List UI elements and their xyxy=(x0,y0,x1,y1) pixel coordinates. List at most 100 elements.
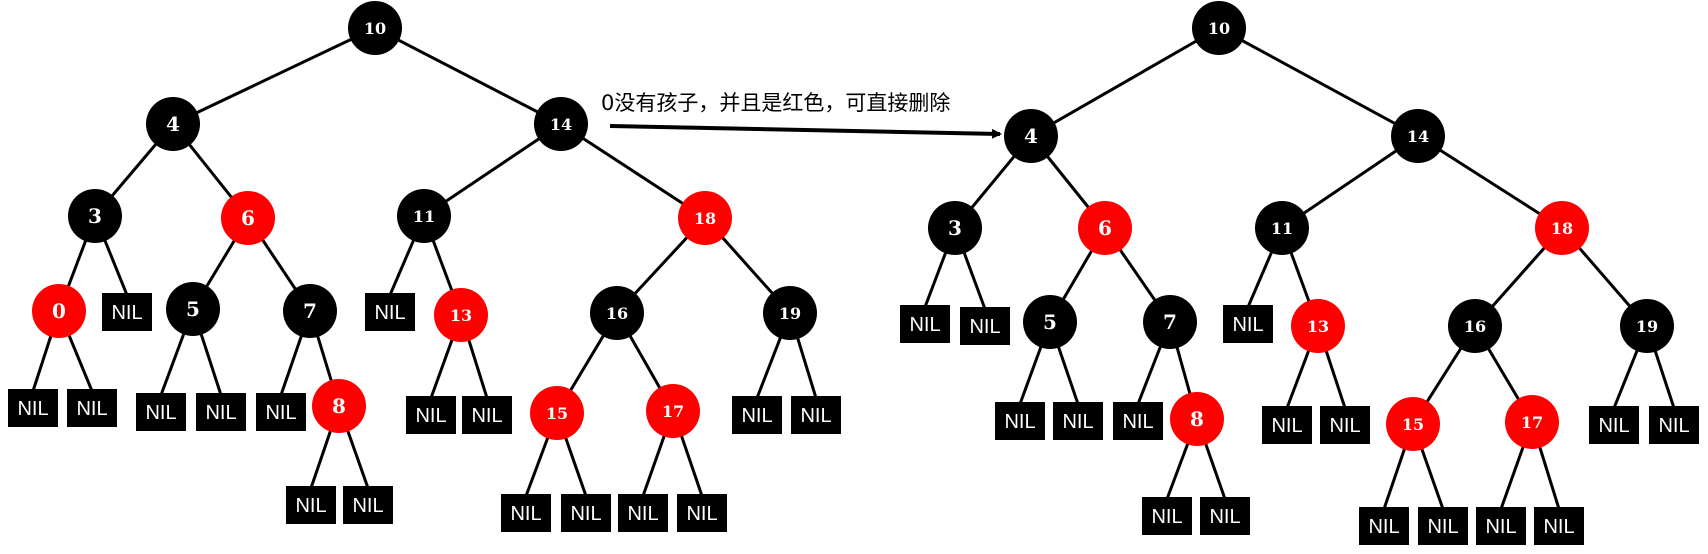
after-nil-leaf: NIL xyxy=(900,305,950,343)
after-nil-leaf: NIL xyxy=(1223,305,1273,343)
after-node-circle xyxy=(1170,392,1224,446)
before-nil-label: NIL xyxy=(570,503,601,525)
after-nil-box xyxy=(1223,305,1273,343)
before-node-circle xyxy=(434,288,488,342)
before-node-circle xyxy=(221,191,275,245)
before-nil-box xyxy=(791,396,841,434)
before-nil-box xyxy=(462,396,512,434)
before-node-5: 5 xyxy=(166,282,220,336)
after-nil-box xyxy=(900,305,950,343)
after-node-13: 13 xyxy=(1291,299,1345,353)
after-edge-10-4 xyxy=(1030,26,1220,138)
before-nil-leaf: NIL xyxy=(8,389,58,427)
after-node-14: 14 xyxy=(1391,109,1445,163)
before-nil-leaf: NIL xyxy=(136,393,186,431)
after-node-5: 5 xyxy=(1023,295,1077,349)
after-node-label: 10 xyxy=(1208,19,1230,38)
after-nil-leaf: NIL xyxy=(1113,402,1163,440)
after-nil-leaf: NIL xyxy=(1320,406,1370,444)
before-node-label: 6 xyxy=(241,206,255,230)
after-nil-leaf: NIL xyxy=(1200,497,1250,535)
before-edge-10-14 xyxy=(374,26,562,126)
after-node-label: 16 xyxy=(1464,317,1486,336)
after-node-label: 14 xyxy=(1407,127,1429,146)
before-node-label: 4 xyxy=(166,112,180,136)
after-node-16: 16 xyxy=(1448,299,1502,353)
before-node-circle xyxy=(530,386,584,440)
after-node-label: 4 xyxy=(1024,124,1038,148)
before-node-label: 19 xyxy=(779,304,801,323)
before-node-circle xyxy=(166,282,220,336)
after-nil-leaf: NIL xyxy=(1418,507,1468,545)
after-node-circle xyxy=(1391,109,1445,163)
after-nil-label: NIL xyxy=(1658,415,1689,437)
after-nil-box xyxy=(1262,406,1312,444)
before-node-circle xyxy=(678,191,732,245)
after-nil-leaf: NIL xyxy=(1053,402,1103,440)
after-edge-14-18 xyxy=(1417,134,1563,230)
before-node-3: 3 xyxy=(68,189,122,243)
before-node-14: 14 xyxy=(534,97,588,151)
after-nil-box xyxy=(1649,406,1699,444)
before-node-17: 17 xyxy=(646,384,700,438)
after-node-4: 4 xyxy=(1004,109,1058,163)
after-nil-leaf: NIL xyxy=(1589,406,1639,444)
before-node-10: 10 xyxy=(348,1,402,55)
before-node-16: 16 xyxy=(590,286,644,340)
after-node-label: 7 xyxy=(1163,310,1177,334)
before-nil-label: NIL xyxy=(800,405,831,427)
before-node-label: 16 xyxy=(606,304,628,323)
before-node-circle xyxy=(32,284,86,338)
before-nil-leaf: NIL xyxy=(561,494,611,532)
after-nil-label: NIL xyxy=(1062,411,1093,433)
before-node-label: 14 xyxy=(550,115,572,134)
before-nil-box xyxy=(256,393,306,431)
before-nil-box xyxy=(102,293,152,331)
after-nil-label: NIL xyxy=(1232,314,1263,336)
before-nil-box xyxy=(365,293,415,331)
before-node-18: 18 xyxy=(678,191,732,245)
after-nil-box xyxy=(1589,406,1639,444)
after-nil-box xyxy=(1359,507,1409,545)
before-nil-box xyxy=(501,494,551,532)
after-nil-leaf: NIL xyxy=(1142,497,1192,535)
before-node-label: 7 xyxy=(303,299,317,323)
before-node-label: 5 xyxy=(186,297,200,321)
before-node-label: 13 xyxy=(450,306,472,325)
after-nil-leaf: NIL xyxy=(1262,406,1312,444)
after-node-label: 18 xyxy=(1551,219,1573,238)
before-nil-box xyxy=(732,396,782,434)
before-nil-label: NIL xyxy=(205,402,236,424)
after-nil-leaf: NIL xyxy=(1534,507,1584,545)
before-nil-label: NIL xyxy=(471,405,502,427)
after-node-label: 5 xyxy=(1043,310,1057,334)
after-node-circle xyxy=(1291,299,1345,353)
before-nil-label: NIL xyxy=(510,503,541,525)
after-node-circle xyxy=(1255,201,1309,255)
before-nil-box xyxy=(677,494,727,532)
after-nil-box xyxy=(1113,402,1163,440)
before-node-label: 8 xyxy=(332,394,346,418)
before-nil-box xyxy=(286,486,336,524)
before-node-circle xyxy=(146,97,200,151)
after-node-circle xyxy=(1386,397,1440,451)
after-node-15: 15 xyxy=(1386,397,1440,451)
transition-arrow xyxy=(609,124,1002,139)
after-node-label: 3 xyxy=(948,216,962,240)
after-node-10: 10 xyxy=(1192,1,1246,55)
after-node-8: 8 xyxy=(1170,392,1224,446)
after-node-label: 8 xyxy=(1190,407,1204,431)
after-nil-box xyxy=(995,402,1045,440)
after-node-19: 19 xyxy=(1620,299,1674,353)
before-nil-label: NIL xyxy=(352,495,383,517)
before-nil-label: NIL xyxy=(145,402,176,424)
after-nil-box xyxy=(1534,507,1584,545)
after-node-label: 6 xyxy=(1098,216,1112,240)
before-node-19: 19 xyxy=(763,286,817,340)
before-node-label: 11 xyxy=(413,207,435,226)
after-node-7: 7 xyxy=(1143,295,1197,349)
before-nil-leaf: NIL xyxy=(286,486,336,524)
after-node-circle xyxy=(1004,109,1058,163)
before-nil-label: NIL xyxy=(374,302,405,324)
